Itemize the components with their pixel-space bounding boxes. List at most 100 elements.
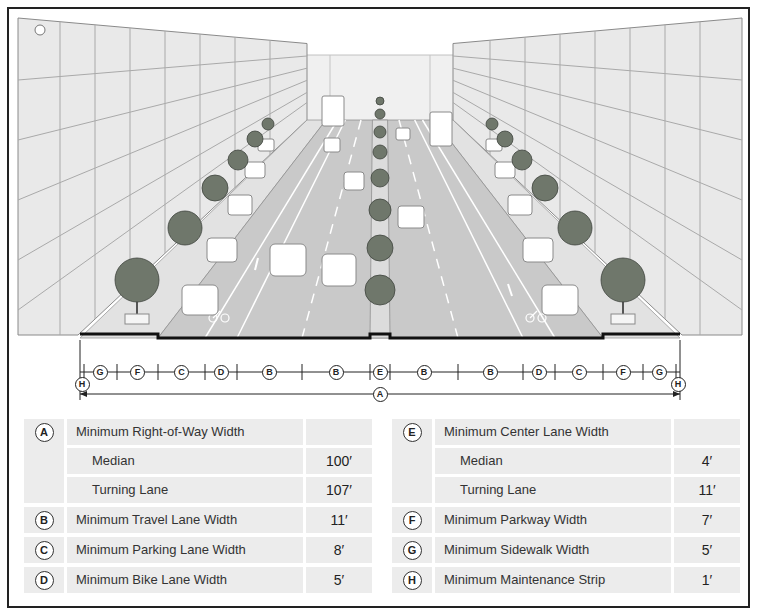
street-ground-part	[158, 120, 603, 338]
car-part	[182, 285, 218, 315]
row-subheading: Median	[460, 454, 503, 469]
car-part	[207, 238, 237, 262]
dimension-line-part	[603, 364, 604, 380]
dimension-value: 1′	[702, 572, 712, 588]
median-tree-part	[373, 145, 387, 159]
table-cell-part	[674, 537, 740, 563]
left-building-part-part	[95, 25, 96, 319]
car-part	[344, 172, 364, 190]
right-building-part-part	[630, 28, 631, 286]
outer-frame	[8, 8, 749, 607]
left-building-part-part	[200, 34, 201, 220]
table-cell-part	[435, 507, 671, 533]
dimension-value: 7′	[702, 512, 712, 528]
lane-markings-part	[302, 120, 361, 338]
street-tree-part-part	[115, 258, 159, 302]
car-part	[430, 112, 452, 146]
table-letter: B	[35, 511, 54, 530]
median-tree-part	[369, 199, 391, 221]
table-letter: G	[403, 541, 422, 560]
median-tree-part	[375, 109, 385, 119]
right-building-part-part	[665, 25, 666, 319]
car-part	[396, 128, 410, 140]
table-cell-part	[392, 419, 432, 503]
table-cell-part	[435, 567, 671, 593]
dimension-line-part	[555, 364, 556, 380]
row-heading: Minimum Center Lane Width	[444, 425, 609, 440]
row-heading: Minimum Sidewalk Width	[444, 543, 589, 558]
table-cell	[24, 419, 740, 593]
lane-markings-part	[205, 120, 338, 338]
car-part	[270, 244, 306, 276]
dimension-line-part	[390, 364, 391, 380]
dimension-value: 8′	[334, 542, 344, 558]
street-tree	[115, 118, 645, 324]
dimension-value: 11′	[330, 512, 347, 528]
dimension-callout: B	[417, 365, 432, 380]
right-building-part-part	[453, 68, 742, 140]
dimension-value: 11′	[698, 482, 715, 498]
street-ground	[80, 120, 680, 338]
dimension-arrow-part	[673, 391, 680, 397]
dimension-line-part	[302, 364, 303, 380]
table-cell-part	[67, 507, 303, 533]
table-cell-part	[67, 567, 303, 593]
bike-symbol-part	[530, 311, 537, 318]
far-buildings-part	[430, 55, 431, 120]
right-building-part-part	[700, 22, 701, 335]
dimension-callout: G	[93, 365, 108, 380]
table-cell-part	[24, 507, 64, 533]
median-tree-part	[365, 275, 395, 305]
bike-symbol-part	[508, 284, 512, 296]
street-tree-part-part	[486, 118, 498, 130]
lane-markings	[205, 120, 555, 338]
car-part	[542, 285, 578, 315]
table-cell-part	[306, 567, 372, 593]
street-tree-part-part	[601, 258, 645, 302]
car-part	[228, 195, 252, 215]
table-cell-part	[435, 537, 671, 563]
car-part	[398, 206, 424, 228]
row-heading: Minimum Parking Lane Width	[76, 543, 246, 558]
lane-markings-part	[423, 120, 556, 338]
dimension-line-part	[643, 364, 644, 380]
left-building-part-part	[130, 28, 131, 286]
dimension-line-part	[523, 364, 524, 380]
dimension-line-part	[237, 364, 238, 380]
left-building-part	[35, 25, 45, 35]
dimension-callout: B	[262, 365, 277, 380]
left-building-part-part	[165, 31, 166, 253]
dimension-callout: C	[174, 365, 189, 380]
car-part	[245, 162, 265, 178]
car	[182, 96, 578, 315]
table-cell-part	[306, 419, 372, 445]
median-tree-part	[376, 97, 384, 105]
bike-symbol-part	[538, 314, 546, 322]
table-cell-part	[435, 448, 671, 474]
row-heading: Minimum Right-of-Way Width	[76, 425, 245, 440]
table-letter: H	[403, 571, 422, 590]
row-heading: Minimum Bike Lane Width	[76, 573, 227, 588]
dimension-line-part	[205, 364, 206, 380]
table-cell-part	[67, 537, 303, 563]
car-part	[322, 96, 344, 126]
street-tree-part	[115, 118, 645, 302]
dimension-callout: D	[532, 365, 547, 380]
right-building-part-part	[490, 40, 491, 155]
table-cell-part	[392, 567, 432, 593]
left-building-part-part	[18, 68, 307, 140]
car-part	[322, 254, 356, 286]
row-subheading: Median	[92, 454, 135, 469]
dimension-callout: D	[214, 365, 229, 380]
dimension-value: 107′	[326, 482, 352, 498]
row-subheading: Turning Lane	[460, 483, 536, 498]
dimension-arrow-part	[80, 391, 87, 397]
street-tree-part-part	[202, 175, 228, 201]
bike-symbol-part	[221, 314, 229, 322]
bike-symbol	[209, 258, 546, 322]
table-cell-part	[674, 477, 740, 503]
table-cell-part	[674, 507, 740, 533]
table-cell-part	[67, 477, 303, 503]
dimension-callout: F	[616, 365, 631, 380]
